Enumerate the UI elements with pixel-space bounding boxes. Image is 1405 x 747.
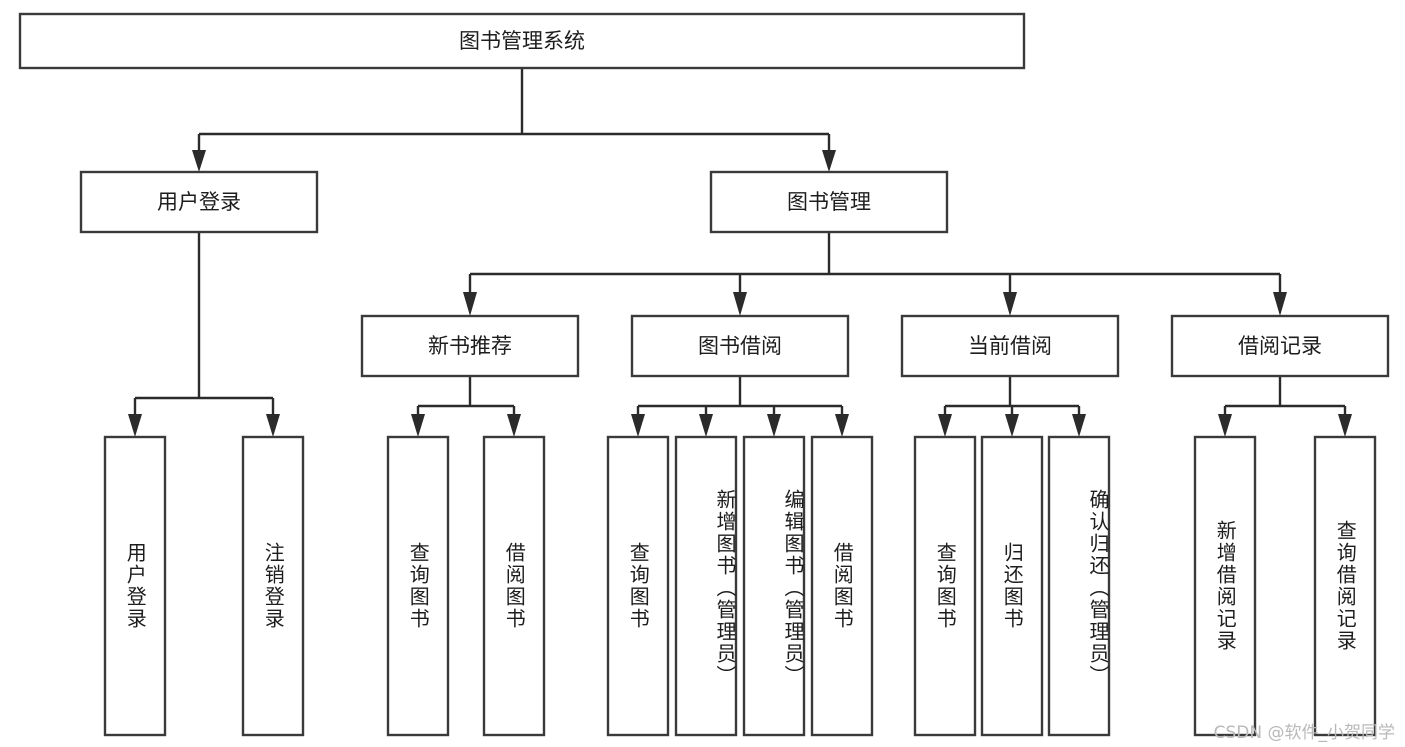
arrow-head-leaf-query-book-3 (938, 414, 952, 437)
leaf-add-record-box[interactable] (1193, 435, 1257, 737)
node-user-login-box[interactable] (79, 170, 319, 234)
arrow-head-leaf-add-book (699, 414, 713, 437)
leaf-query-book-3-box[interactable] (913, 435, 977, 737)
node-new-book-rec-label: 新书推荐 (428, 334, 512, 358)
node-current-borrow[interactable]: 当前借阅 (900, 314, 1120, 378)
node-borrow-record-box[interactable] (1170, 314, 1390, 378)
node-root-label: 图书管理系统 (459, 29, 585, 53)
connector-group-user-login (128, 232, 280, 437)
arrow-head-book-manage (822, 150, 836, 172)
arrow-head-new-book-rec (463, 292, 477, 316)
connector-group-book-borrow (631, 376, 849, 437)
node-borrow-record[interactable]: 借阅记录 (1170, 314, 1390, 378)
leaf-return-book-box[interactable] (980, 435, 1044, 737)
arrow-head-leaf-edit-book (767, 414, 781, 437)
node-book-manage-label: 图书管理 (787, 190, 871, 214)
node-root-box[interactable] (18, 12, 1026, 70)
node-new-book-rec-box[interactable] (360, 314, 580, 378)
leaf-query-record-box[interactable] (1313, 435, 1377, 737)
leaf-query-book-2-box[interactable] (606, 435, 670, 737)
leaf-logout-box[interactable] (241, 435, 305, 737)
node-new-book-rec[interactable]: 新书推荐 (360, 314, 580, 378)
leaf-user-login-box[interactable] (103, 435, 167, 737)
node-root[interactable]: 图书管理系统 (18, 12, 1026, 70)
leaf-box-group (103, 435, 1377, 737)
node-user-login-label: 用户登录 (157, 190, 241, 214)
node-borrow-record-label: 借阅记录 (1238, 334, 1322, 358)
leaf-confirm-return-box[interactable] (1047, 435, 1111, 737)
leaf-borrow-book-2-box[interactable] (810, 435, 874, 737)
node-book-borrow-box[interactable] (630, 314, 850, 378)
node-current-borrow-label: 当前借阅 (968, 334, 1052, 358)
arrow-head-leaf-query-record (1338, 414, 1352, 437)
node-book-borrow-label: 图书借阅 (698, 334, 782, 358)
arrow-head-leaf-return-book (1005, 414, 1019, 437)
arrow-head-user-login (192, 150, 206, 172)
connector-group-borrow-record (1218, 376, 1352, 437)
node-user-login[interactable]: 用户登录 (79, 170, 319, 234)
leaf-edit-book-box[interactable] (742, 435, 806, 737)
arrow-head-leaf-query-book-1 (411, 414, 425, 437)
arrow-head-leaf-query-book-2 (631, 414, 645, 437)
arrow-head-borrow-record (1273, 292, 1287, 316)
leaf-query-book-1-box[interactable] (386, 435, 450, 737)
arrow-head-leaf-borrow-book-2 (835, 414, 849, 437)
node-book-manage[interactable]: 图书管理 (709, 170, 949, 234)
arrow-head-leaf-logout (266, 414, 280, 437)
leaf-borrow-book-1-box[interactable] (482, 435, 546, 737)
arrow-head-leaf-add-record (1218, 414, 1232, 437)
connector-group-new-book-rec (411, 376, 521, 437)
arrow-head-current-borrow (1003, 292, 1017, 316)
arrow-head-book-borrow (733, 292, 747, 316)
arrow-head-leaf-confirm-return (1072, 414, 1086, 437)
node-book-manage-box[interactable] (709, 170, 949, 234)
arrow-head-leaf-user-login (128, 414, 142, 437)
connector-group-book-manage (463, 232, 1287, 316)
connector-group-root (192, 68, 836, 172)
node-book-borrow[interactable]: 图书借阅 (630, 314, 850, 378)
arrow-head-leaf-borrow-book-1 (507, 414, 521, 437)
connector-group-current-borrow (938, 376, 1086, 437)
leaf-add-book-box[interactable] (674, 435, 738, 737)
node-current-borrow-box[interactable] (900, 314, 1120, 378)
